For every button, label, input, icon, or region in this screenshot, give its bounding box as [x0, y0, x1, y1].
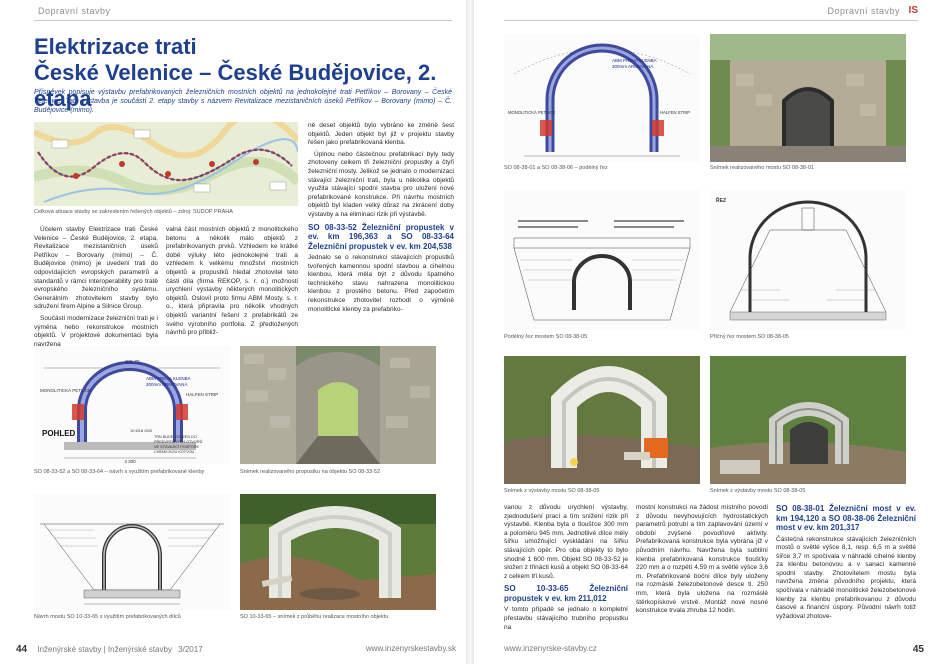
article-lead: Příspěvek popisuje výstavbu prefabrikova… [34, 89, 452, 115]
section-label: Dopravní stavby [38, 6, 111, 16]
caption-3: Podélný řez mostem SO 08-38-05 [504, 334, 588, 340]
paragraph: Jednalo se o rekonstrukci stávajících pr… [308, 254, 454, 313]
paragraph: valná část mostních objektů z monolitick… [166, 226, 298, 337]
right-page: Dopravní stavby IS ABM PREVA KLENBA 300m… [474, 0, 940, 664]
paragraph: Částečná rekonstrukce stávajících železn… [776, 535, 916, 620]
left-header: Dopravní stavby [34, 6, 452, 21]
caption-4: Příčný řez mostem SO 08-38-05 [710, 334, 789, 340]
section-label: ŘEZ [716, 196, 726, 204]
caption-1: SO 08-38-01 a SO 08-38-06 – podélný řez [504, 165, 608, 171]
drawing-graphic-5: ŘEZ [716, 196, 887, 321]
website-link[interactable]: www.inzenyrske-stavby.cz [504, 644, 597, 653]
armovana-label: 300mm ARMOVANÁ [146, 381, 187, 387]
bridge-photo-1 [710, 34, 906, 162]
photo-graphic-2 [240, 494, 436, 610]
title-line-1: Elektrizace trati [34, 34, 197, 59]
photo-graphic-4 [504, 356, 700, 484]
section-heading: SO 10-33-65 Železniční propustek v ev. k… [504, 584, 628, 603]
right-footer: www.inzenyrske-stavby.cz 45 [504, 644, 924, 656]
left-column-2: valná část mostních objektů z monolitick… [166, 226, 298, 341]
left-column-1: Účelem stavby Elektrizace trati České Ve… [34, 226, 158, 352]
view-label: POHLED [42, 429, 76, 438]
drawing-caption: SO 08-33-52 a SO 08-33-64 – návrh s využ… [34, 469, 205, 475]
note-line-4: CHEMICKOU KOTVOU [154, 450, 195, 454]
paragraph: Úplnou nebo částečnou prefabrikací byly … [308, 150, 454, 218]
paragraph: Účelem stavby Elektrizace trati České Ve… [34, 226, 158, 311]
left-footer: 44 Inženýrské stavby | Inženýrské stavby… [16, 644, 456, 656]
caption-2: Snímek realizovaného mostu SO 08-38-01 [710, 165, 814, 171]
issue: 3/2017 [178, 645, 203, 654]
arm-label: 300mm ARMOVANÁ [612, 63, 653, 69]
bridge-drawing [34, 494, 230, 610]
section-heading: SO 08-33-52 Železniční propustek v ev. k… [308, 222, 454, 251]
map-graphic [34, 122, 298, 206]
paragraph: Součástí modernizace železniční trati je… [34, 314, 158, 348]
culvert-photo [240, 346, 436, 464]
drawing-graphic-3: ABM PREVA KLENBA 300mm ARMOVANÁ MONOLITI… [508, 43, 690, 157]
cross-section-drawing-b: ŘEZ [710, 190, 906, 330]
paragraph: ně deset objektů bylo vybráno ke změně š… [308, 122, 454, 147]
dim-label-2: 10 Ø18 /500 [130, 428, 153, 433]
right-column-1: vanou z důvodu urychlení výstavby, zjedn… [504, 504, 628, 635]
photo-graphic-5 [710, 356, 906, 484]
drawing-graphic: 488,79 ABM PREVA KLENBA 300mm ARMOVANÁ M… [40, 360, 220, 464]
paragraph: V tomto případě se jednalo o kompletní p… [504, 606, 628, 631]
page-tag: IS [908, 5, 918, 16]
note-line-1: TRN BUDE OSAZEN DO [154, 435, 197, 439]
construction-photo [240, 494, 436, 610]
culvert-drawing: 488,79 ABM PREVA KLENBA 300mm ARMOVANÁ M… [34, 346, 230, 464]
situation-map [34, 122, 298, 206]
drawing-graphic-4 [513, 220, 691, 321]
precast-label: ABM PREVA KLENBA [612, 58, 657, 63]
left-column-3: ně deset objektů bylo vybráno ke změně š… [308, 122, 454, 317]
caption-5: Snímek z výstavby mostu SO 08-38-05 [504, 488, 600, 494]
drawing2-caption: Návrh mostu SO 10-33-65 s využitím prefa… [34, 614, 181, 620]
mono-label: MONOLITICKÁ PETLICE [508, 110, 556, 115]
note-line-2: PŘEDVRTANÝCH OTVORŮ [154, 439, 203, 444]
caption-6: Snímek z výstavby mostu SO 08-38-05 [710, 488, 806, 494]
construction-photo-b [710, 356, 906, 484]
photo-graphic [240, 346, 436, 464]
culvert-photo-caption: Snímek realizovaného propustku na objekt… [240, 469, 381, 475]
cross-section-drawing-a [504, 190, 700, 330]
paragraph: vanou z důvodu urychlení výstavby, zjedn… [504, 504, 628, 580]
magazine-name: Inženýrské stavby | Inženýrské stavby [37, 645, 172, 654]
website-link[interactable]: www.inzenyrskestavby.sk [365, 644, 456, 653]
strip-label: HALFEN STRIP [186, 392, 218, 397]
spread-gutter [466, 0, 474, 664]
drawing-graphic-2 [40, 523, 224, 605]
precast-label: ABM PREVA KLENBA [146, 376, 191, 381]
strip-label: HALFEN STRIP [660, 110, 690, 115]
note-line-3: VE STÁVAJÍCÍ PODPOŘE [154, 444, 200, 449]
section-heading: SO 08-38-01 Železniční most v ev. km 194… [776, 504, 916, 532]
map-caption: Celková situace stavby se zakreslením ře… [34, 209, 233, 215]
left-page: Dopravní stavby Elektrizace trati České … [0, 0, 466, 664]
page-number: 45 [912, 644, 924, 655]
paragraph: mostní konstrukci na žádost místního pov… [636, 504, 768, 615]
photo-graphic-3 [710, 34, 906, 162]
construction-photo-a [504, 356, 700, 484]
section-label: Dopravní stavby [827, 6, 900, 16]
photo2-caption: SO 10-33-65 – snímek z průběhu realizace… [240, 614, 389, 620]
dim-label-3: 3 300 [124, 459, 136, 464]
right-column-3: SO 08-38-01 Železniční most v ev. km 194… [776, 504, 916, 624]
page-number: 44 [16, 644, 28, 655]
longitudinal-drawing: ABM PREVA KLENBA 300mm ARMOVANÁ MONOLITI… [504, 34, 700, 162]
right-header: Dopravní stavby IS [504, 5, 918, 21]
article-title: Elektrizace trati České Velenice – České… [34, 34, 454, 112]
monolithic-label: MONOLITICKÁ PETLICE [40, 387, 91, 393]
title-line-2: České Velenice – České Budějovice, 2. et… [34, 60, 437, 111]
right-column-2: mostní konstrukci na žádost místního pov… [636, 504, 768, 619]
